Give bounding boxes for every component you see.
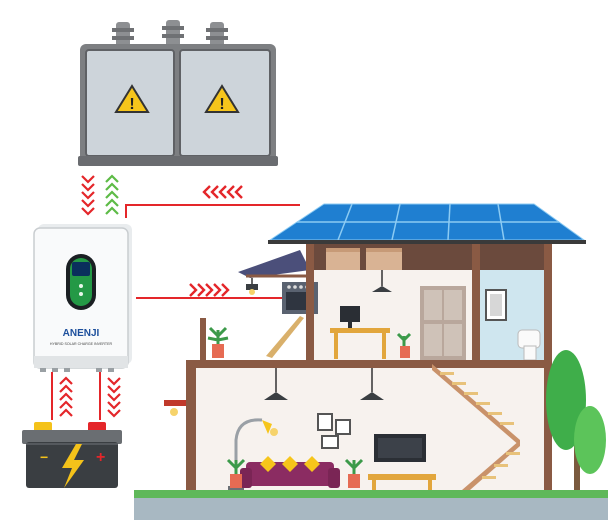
transformer-bushings	[112, 20, 228, 48]
inverter-to-house-line	[136, 283, 282, 299]
solar-inverter-icon	[33, 224, 132, 372]
svg-text:+: +	[96, 449, 105, 466]
inverter-bottom-ports	[40, 368, 114, 372]
svg-text:!: !	[219, 96, 224, 113]
tv-icon	[374, 434, 426, 462]
grid-to-inverter-arrows	[81, 175, 95, 216]
plant-icon	[226, 458, 246, 488]
grid-transformer-icon: ! !	[78, 20, 278, 166]
lamp-icon	[360, 368, 384, 400]
svg-text:!: !	[129, 96, 134, 113]
solar-panel-icon	[268, 203, 586, 241]
sofa-icon	[240, 456, 340, 488]
battery-bolt-icon	[62, 444, 84, 488]
desk-icon	[330, 306, 390, 359]
ground	[134, 490, 608, 498]
tree-icon	[546, 350, 606, 490]
warning-triangle-icon: !	[114, 84, 150, 113]
lamp-icon	[246, 278, 258, 295]
svg-text:−: −	[40, 449, 48, 465]
lamp-icon	[264, 368, 288, 400]
inverter-brand-label: ANENJI	[63, 328, 100, 339]
window-icon	[420, 286, 466, 360]
house-icon	[134, 203, 608, 520]
inverter-model-label: HYBRID SOLAR CHARGE INVERTER	[50, 342, 113, 346]
inverter-to-grid-arrows	[105, 174, 119, 215]
plant-icon	[207, 326, 229, 358]
staircase	[432, 364, 520, 490]
plant-icon	[396, 332, 412, 358]
house-to-grid-line	[125, 185, 300, 218]
lamp-icon	[372, 270, 392, 292]
battery-icon: − +	[22, 422, 122, 488]
battery-to-inverter-arrows	[51, 372, 73, 420]
plant-icon	[344, 458, 364, 488]
warning-triangle-icon: !	[204, 84, 240, 113]
lamp-icon	[164, 400, 186, 416]
inverter-to-battery-arrows	[99, 372, 121, 420]
